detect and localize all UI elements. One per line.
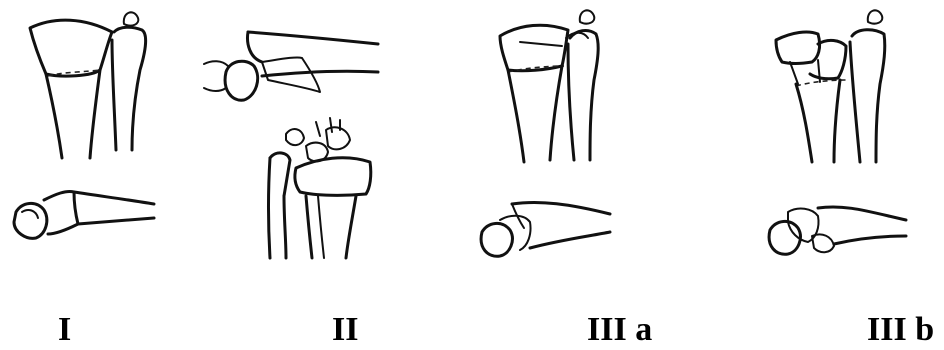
panel-iiia-frontal-view	[500, 10, 598, 162]
panel-label-iiib: III b	[867, 313, 934, 347]
panel-i-frontal-view	[30, 12, 146, 158]
panel-label-iiia: III a	[587, 313, 652, 347]
panel-ii-frontal-view	[269, 118, 371, 258]
panel-iiia-lateral-view	[481, 202, 610, 256]
panel-iiib-frontal-view	[776, 10, 885, 162]
panel-ii-lateral-view	[204, 32, 378, 100]
panel-label-i: I	[58, 313, 71, 347]
panel-iiib-lateral-view	[769, 207, 906, 254]
panel-i-lateral-view	[14, 191, 154, 238]
panel-label-ii: II	[332, 313, 358, 347]
